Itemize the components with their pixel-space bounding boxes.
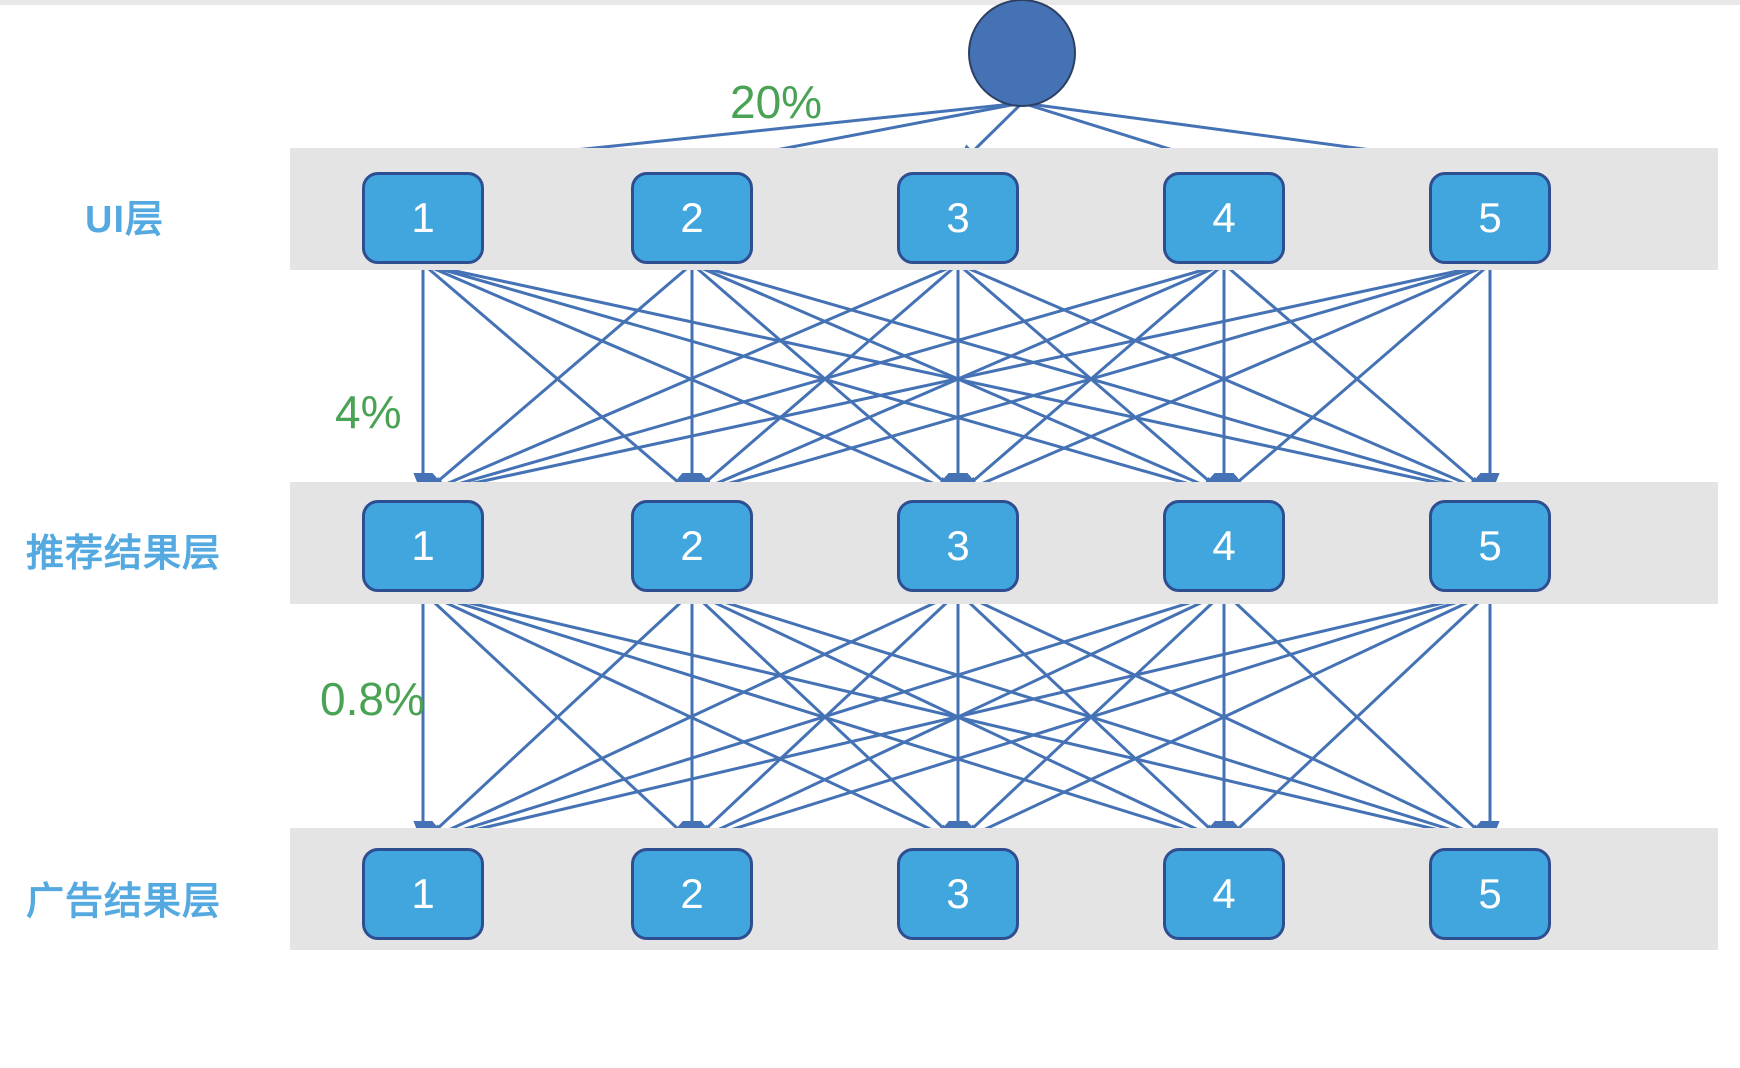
node-label: 4 [1212,194,1236,241]
node-ui-4[interactable]: 4 [1163,172,1285,264]
edge [420,590,694,845]
percent-ui-to-recommend: 4% [335,386,402,438]
edge [420,262,1225,498]
edge [422,590,1493,847]
root-node[interactable] [968,0,1076,107]
edge [1223,262,1493,496]
edge [955,262,1225,496]
edge [689,590,1491,845]
edge [420,590,1491,847]
node-ads-2[interactable]: 2 [631,848,753,940]
edge [1221,262,1491,496]
layer-label-ads: 广告结果层 [26,881,222,923]
edge [422,590,961,844]
node-label: 4 [1212,522,1236,569]
node-recommend-5[interactable]: 5 [1429,500,1551,592]
top-divider [0,0,1740,5]
node-recommend-1[interactable]: 1 [362,500,484,592]
edge [691,590,1227,844]
node-label: 4 [1212,870,1236,917]
edge [691,262,961,496]
layer-label-recommend: 推荐结果层 [26,533,222,575]
edge [690,590,961,845]
edge [957,590,1493,844]
node-ads-4[interactable]: 4 [1163,848,1285,940]
edge [689,262,1225,496]
edge [955,590,1491,844]
node-label: 3 [946,194,970,241]
percent-root-to-ui: 20% [730,76,823,128]
node-label: 3 [946,870,970,917]
node-ads-1[interactable]: 1 [362,848,484,940]
node-recommend-4[interactable]: 4 [1163,500,1285,592]
node-label: 1 [411,194,435,241]
node-label: 1 [411,870,435,917]
edge [1221,590,1492,845]
node-label: 3 [946,522,970,569]
node-ui-2[interactable]: 2 [631,172,753,264]
edge [421,590,695,845]
node-label: 2 [680,870,704,917]
percent-recommend-to-ads: 0.8% [320,673,425,725]
node-label: 5 [1478,870,1502,917]
edge [420,590,1225,845]
edge [422,262,695,496]
edge [422,262,961,496]
edge [689,262,1491,498]
node-label: 1 [411,522,435,569]
node-recommend-2[interactable]: 2 [631,500,753,592]
edge [420,262,959,496]
node-ads-5[interactable]: 5 [1429,848,1551,940]
node-label: 2 [680,194,704,241]
edge [691,262,1227,496]
edge [957,262,1493,496]
edge [956,590,1227,845]
node-label: 2 [680,522,704,569]
edge [955,262,1491,496]
edge [689,262,959,496]
layer-label-ui: UI层 [85,199,165,241]
edge [691,590,1493,845]
edge [422,262,1493,499]
edge [689,590,960,845]
edge [957,262,1227,496]
edge [1222,590,1493,845]
node-recommend-3[interactable]: 3 [897,500,1019,592]
edge [420,262,1491,499]
edge [420,262,693,496]
node-ads-3[interactable]: 3 [897,848,1019,940]
edge [955,590,1226,845]
node-ui-1[interactable]: 1 [362,172,484,264]
node-ui-3[interactable]: 3 [897,172,1019,264]
edge [422,262,1227,498]
node-ui-5[interactable]: 5 [1429,172,1551,264]
edge [420,590,959,844]
edge [422,590,1227,845]
edge [691,262,1493,498]
edge [689,590,1225,844]
node-label: 5 [1478,194,1502,241]
node-label: 5 [1478,522,1502,569]
